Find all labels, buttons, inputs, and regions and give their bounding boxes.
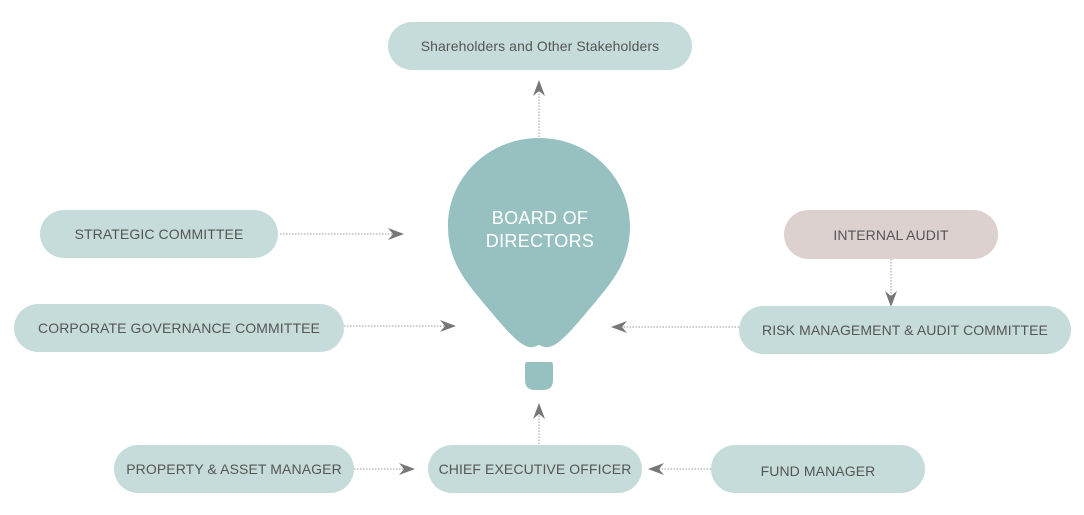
balloon-basket — [525, 362, 553, 390]
risk-audit-committee-node: RISK MANAGEMENT & AUDIT COMMITTEE — [739, 306, 1071, 354]
ceo-node: CHIEF EXECUTIVE OFFICER — [428, 445, 642, 493]
board-of-directors-node: BOARD OF DIRECTORS — [450, 207, 630, 253]
board-label-line2: DIRECTORS — [485, 231, 595, 251]
strategic-committee-node: STRATEGIC COMMITTEE — [40, 210, 278, 258]
balloon-envelope — [448, 138, 630, 348]
corporate-governance-node: CORPORATE GOVERNANCE COMMITTEE — [14, 304, 344, 352]
shareholders-node: Shareholders and Other Stakeholders — [388, 22, 692, 70]
property-asset-manager-node: PROPERTY & ASSET MANAGER — [114, 445, 354, 493]
internal-audit-node: INTERNAL AUDIT — [784, 210, 998, 259]
fund-manager-node: FUND MANAGER — [711, 445, 925, 493]
board-label-line1: BOARD OF — [491, 208, 589, 228]
